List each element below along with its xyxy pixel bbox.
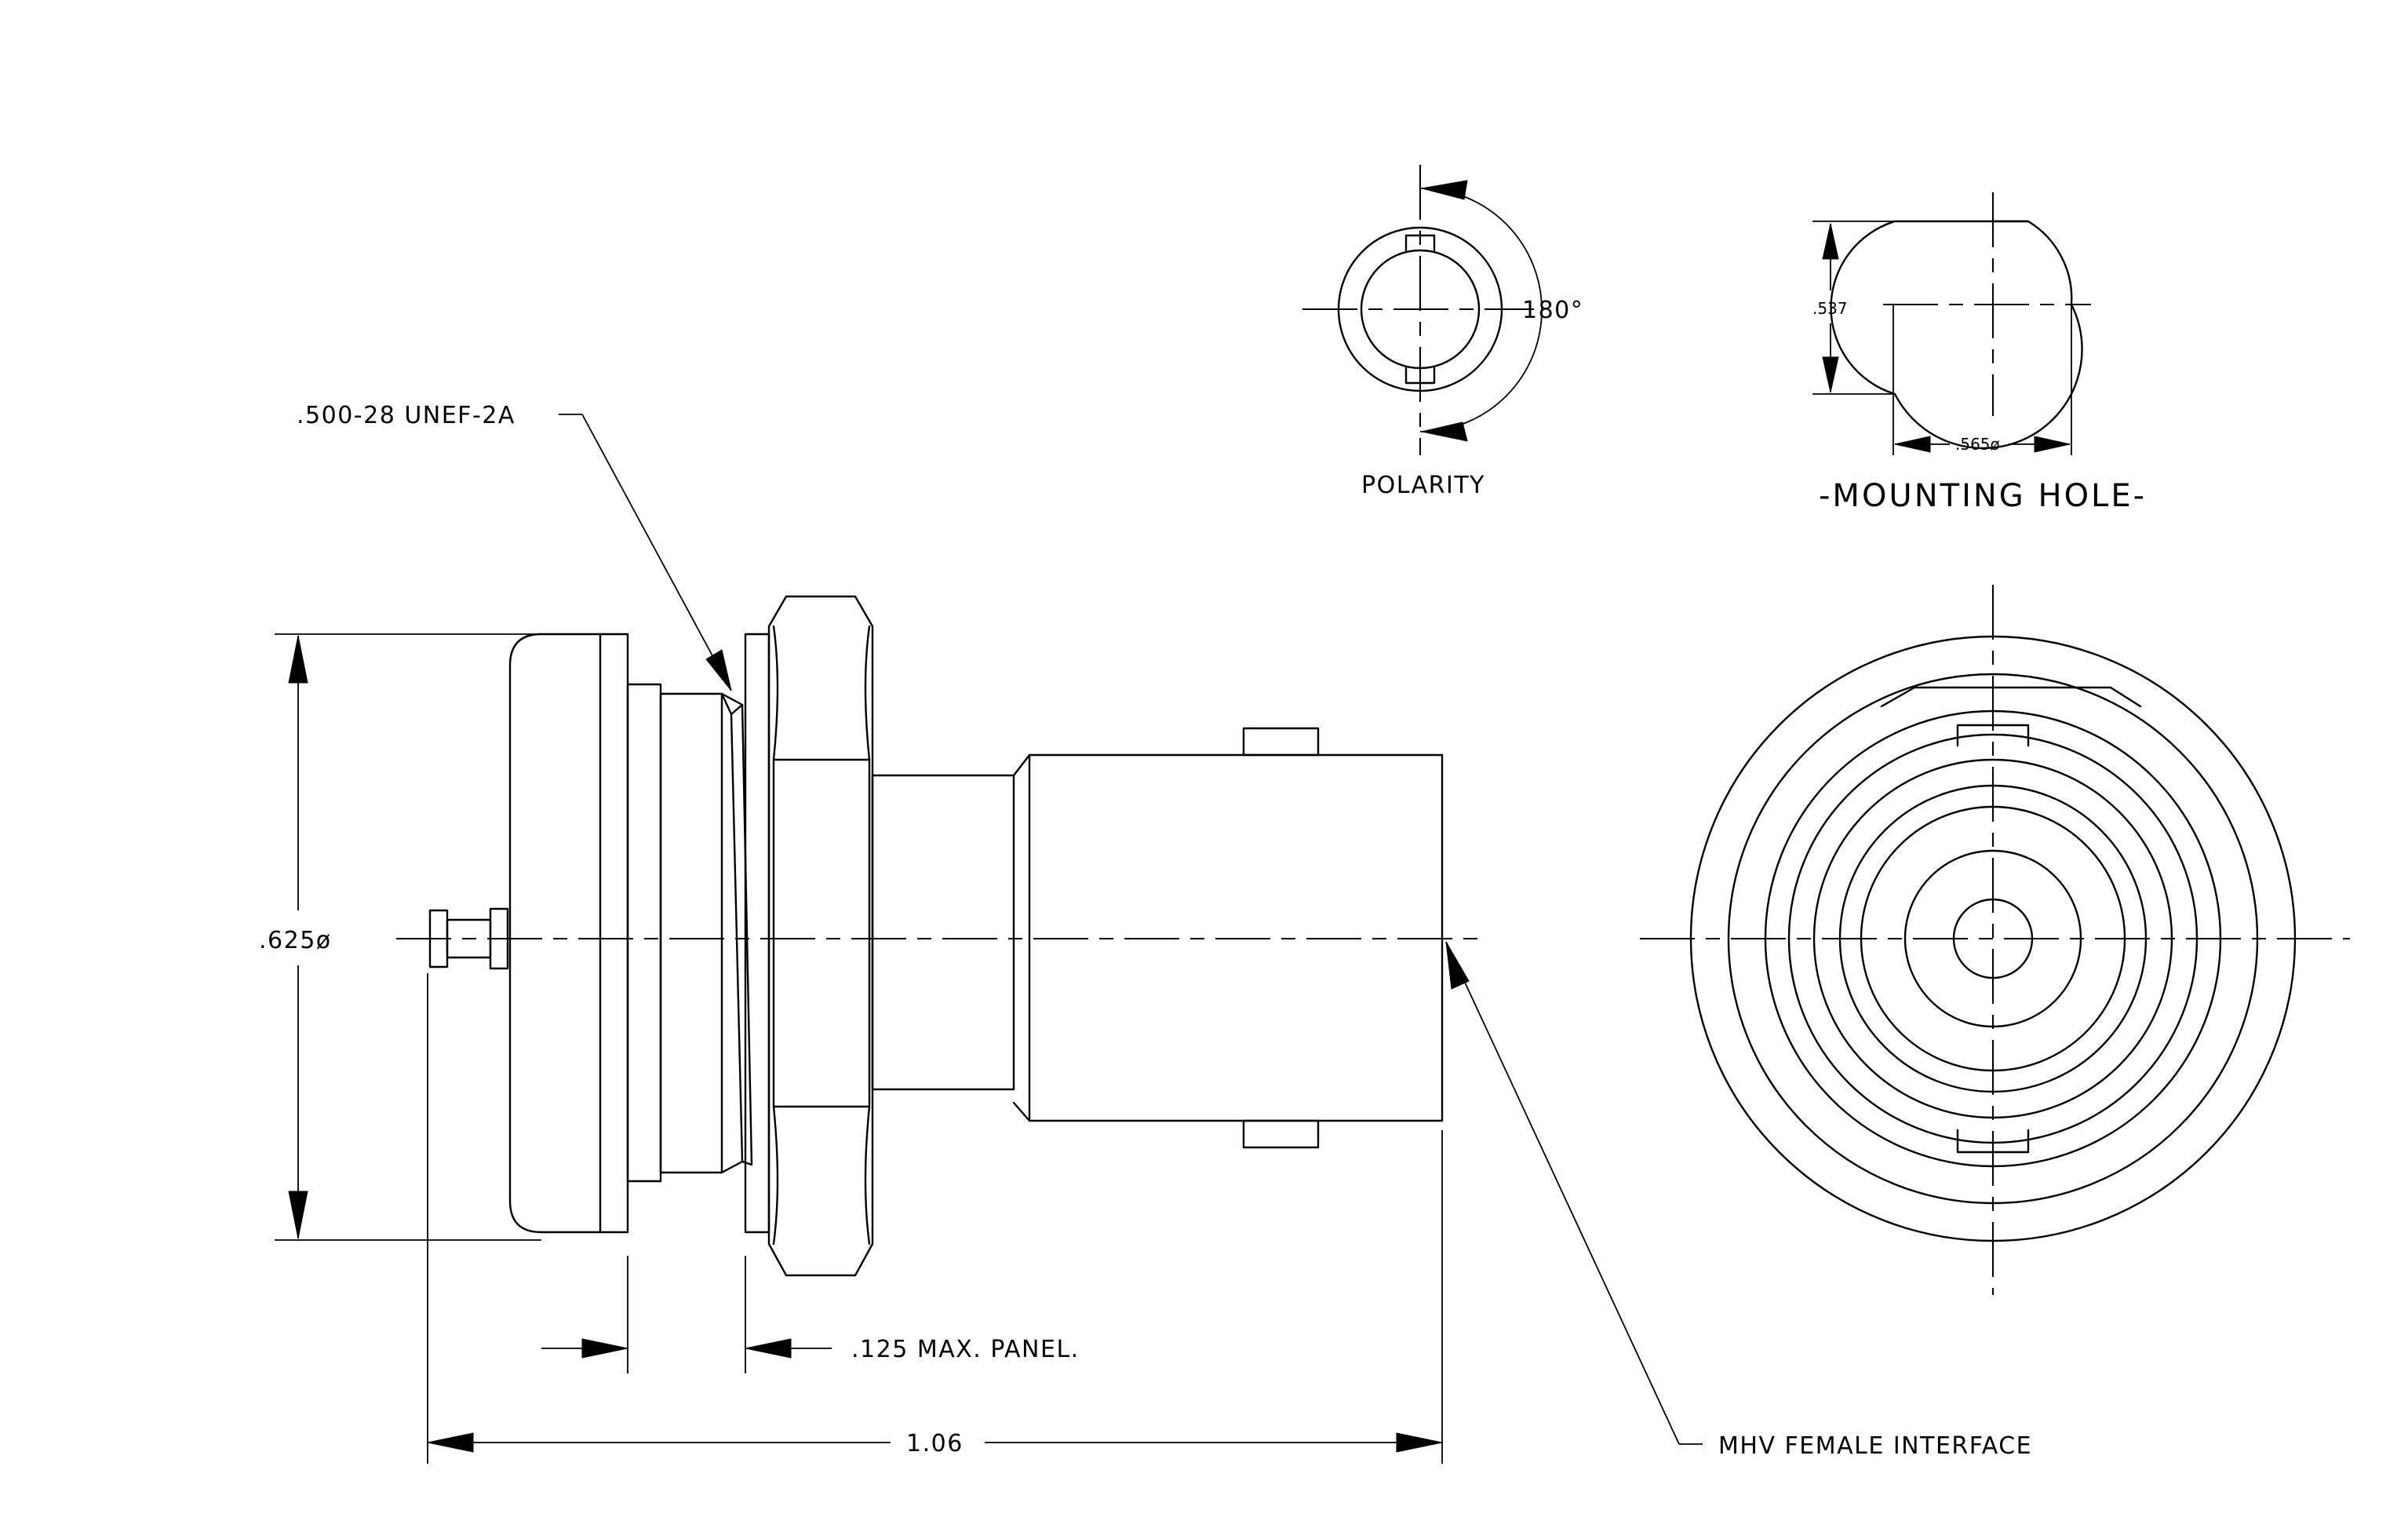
panel-label: .125 MAX. PANEL. [851, 1336, 1080, 1363]
diameter-dimension [275, 633, 541, 1241]
interface-leader [1445, 941, 1703, 1445]
angle-label: 180° [1522, 297, 1583, 324]
panel-washer [744, 633, 770, 1234]
front-view [1640, 585, 2350, 1295]
length-label: 1.06 [906, 1430, 964, 1457]
hex-nut [767, 595, 874, 1277]
length-dimension [427, 973, 1443, 1464]
mounting-hole-title: -MOUNTING HOLE- [1819, 478, 2147, 514]
polarity-label: POLARITY [1361, 472, 1485, 499]
thread-leader [559, 414, 732, 691]
rear-step [626, 683, 662, 1183]
hole-height-label: .537 [1812, 299, 1848, 318]
neck [871, 774, 1015, 1091]
bayonet-stud-bottom [1242, 1119, 1320, 1149]
thread-label: .500-28 UNEF-2A [297, 402, 515, 429]
diameter-label: .625ø [259, 927, 332, 954]
side-view [396, 595, 1481, 1277]
thread-section [659, 692, 723, 1174]
polarity-view [1302, 165, 1543, 455]
rear-body [508, 633, 629, 1234]
panel-dimension [541, 1256, 832, 1373]
mounting-hole-view [1812, 192, 2091, 455]
bayonet-stud-top [1242, 727, 1320, 757]
hole-width-label: .565ø [1955, 435, 2000, 454]
interface-label: MHV FEMALE INTERFACE [1718, 1432, 2032, 1460]
